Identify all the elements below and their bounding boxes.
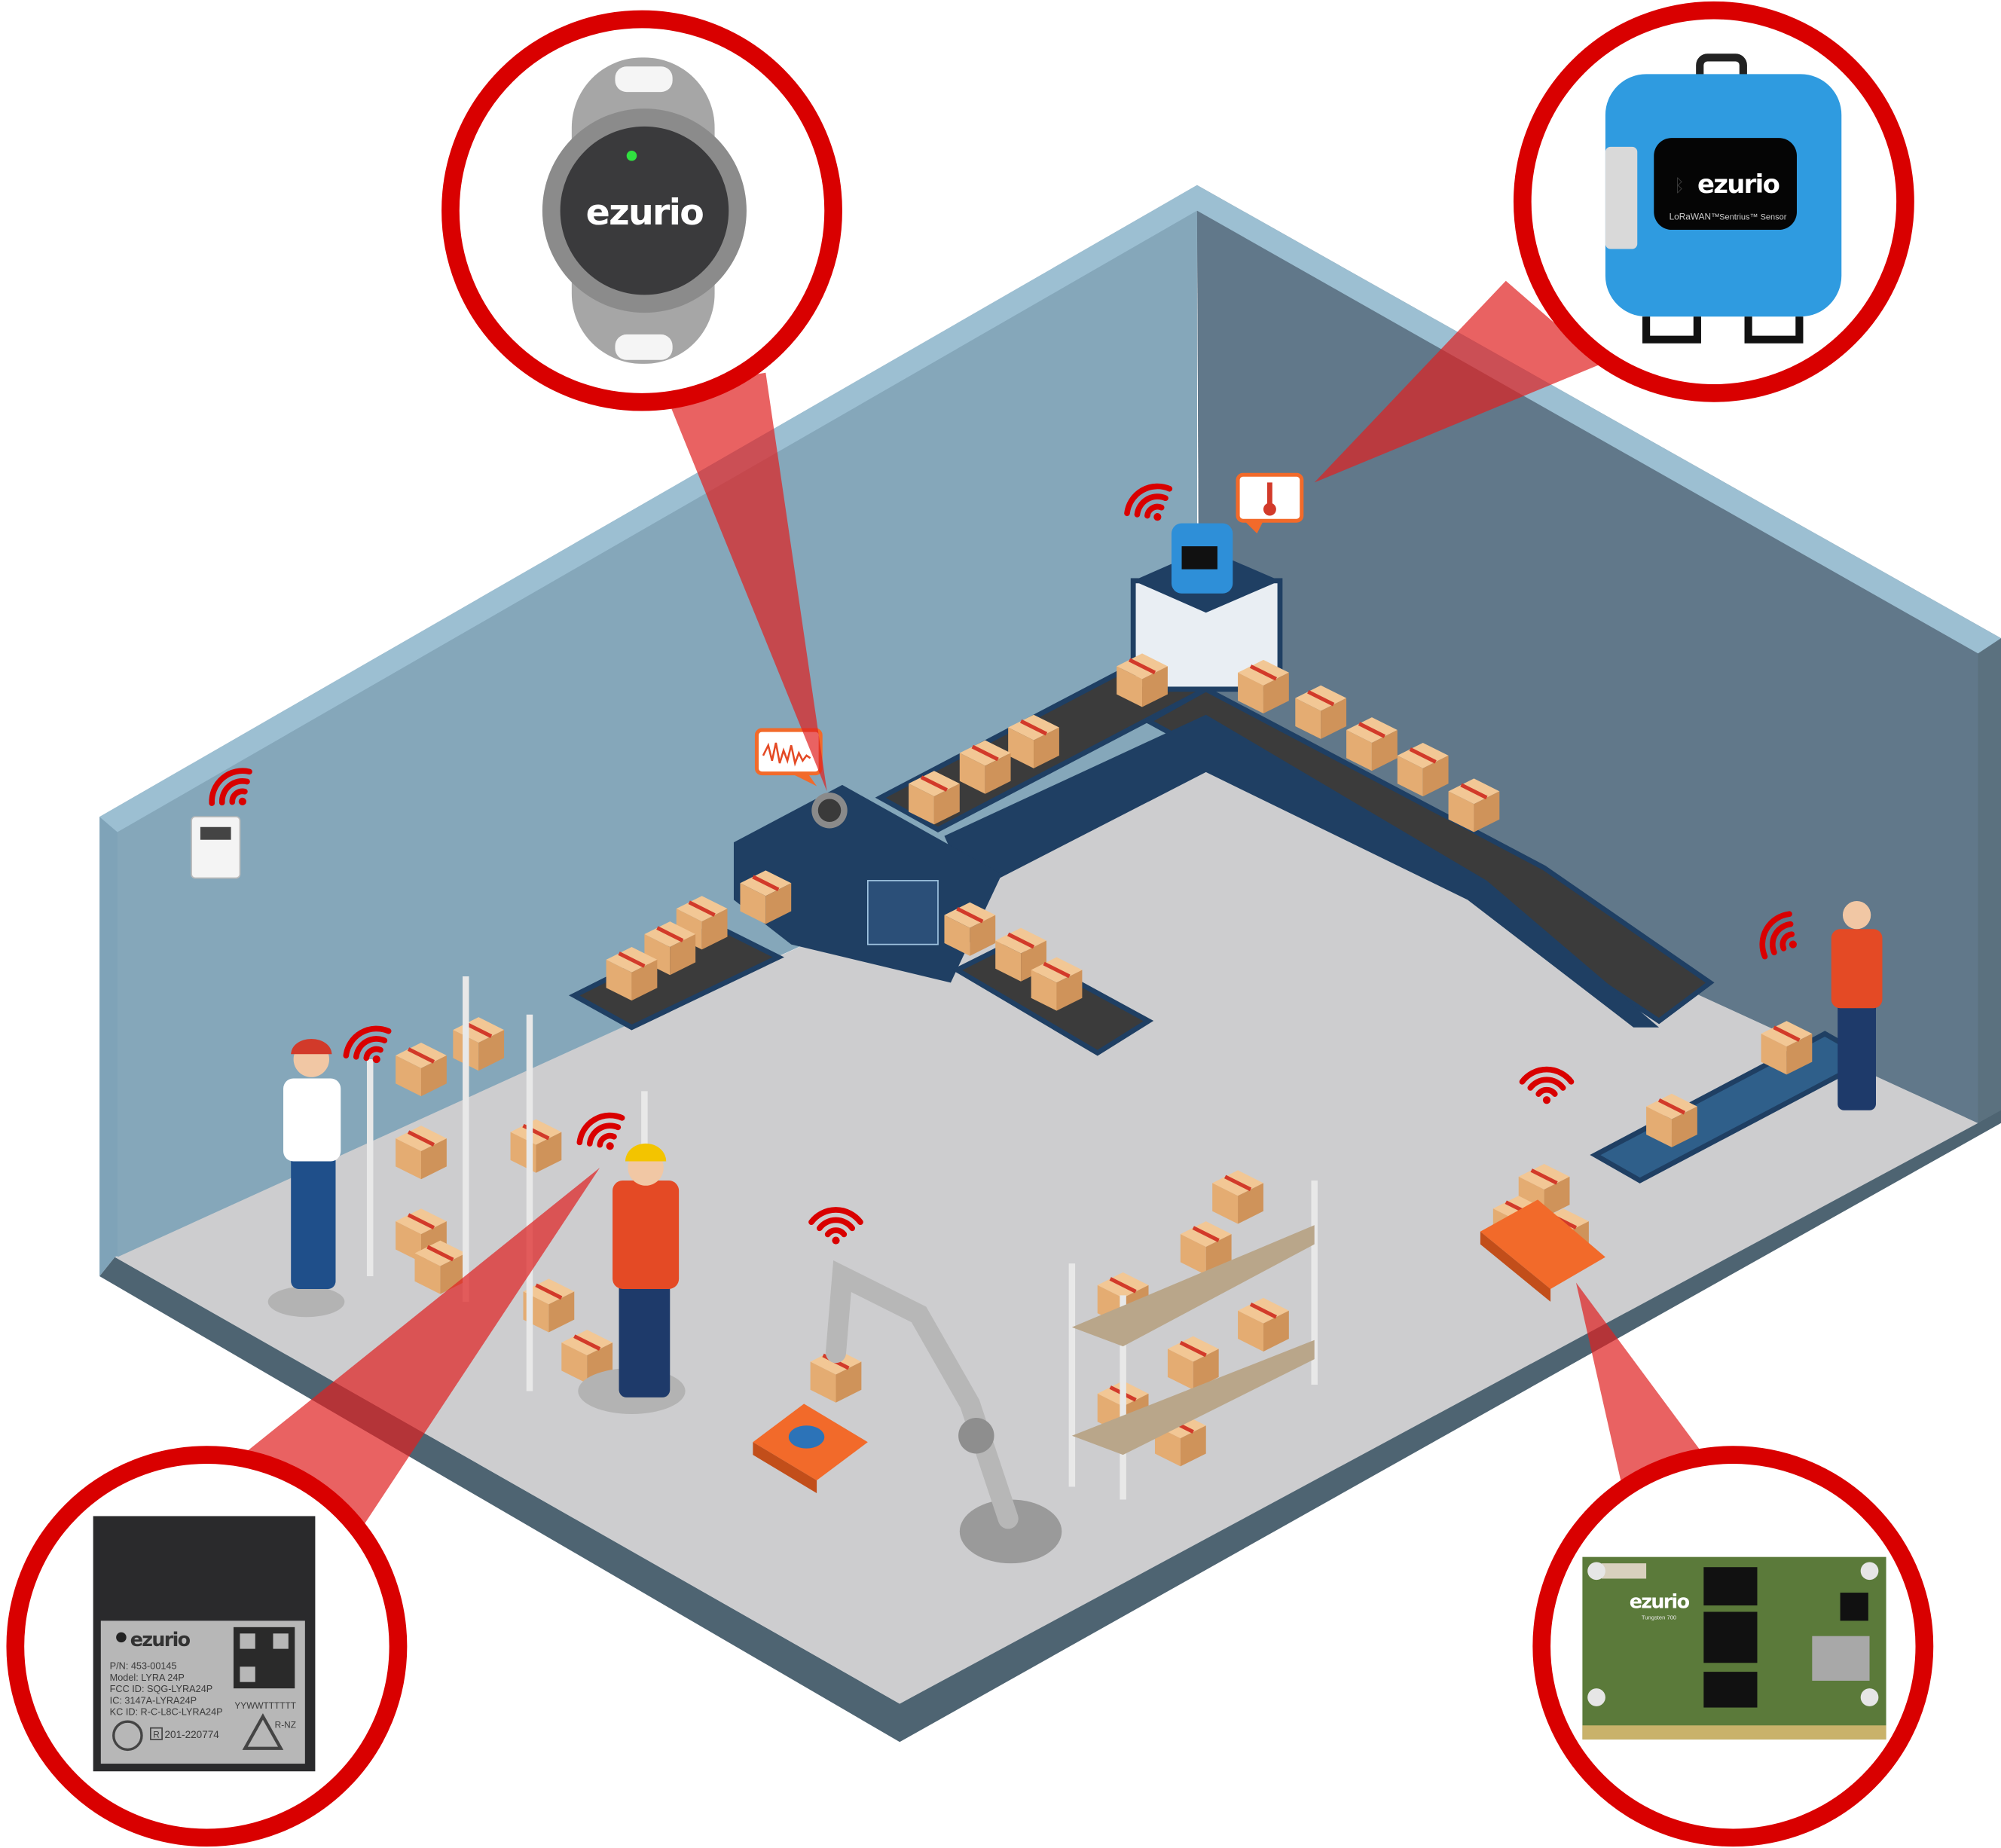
floor [115,765,1978,1704]
dashboard-screen [866,880,939,945]
board-brand: ezurio [1630,1590,1690,1612]
waveform-chart-icon [754,728,823,787]
rcm-mark-icon [242,1713,284,1750]
module-label-line: Model: LYRA 24P [110,1672,185,1683]
wifi-signal-icon [808,1207,863,1245]
sensor-brand: ezurio [1697,170,1780,199]
callout-beams [242,280,1704,1526]
module-cert-mark: R [153,1729,160,1740]
cardboard-box [1761,1021,1813,1075]
cardboard-box [1180,1221,1232,1275]
beam-module [242,1168,600,1526]
wifi-signal-icon [209,768,252,806]
bluetooth-icon: ᛒ [1674,176,1685,196]
left-wall-inner [117,210,1197,1257]
cardboard-box [944,902,996,956]
wifi-signal-icon [1759,911,1797,960]
agv-robot [753,1404,868,1493]
module-date-code: YYWWTTTTTT [234,1700,296,1711]
japan-cert-mark-icon [112,1720,143,1752]
sensor-network: LoRaWAN™ [1670,211,1720,221]
beam-tracker [663,372,827,792]
robot-arm [825,1260,1062,1564]
cardboard-box [1008,714,1059,768]
cardboard-box [1646,1093,1697,1147]
tracker-on-station [811,793,848,829]
thermometer-icon [1236,472,1304,534]
wifi-signal-icon [343,1025,392,1064]
sensor-product: Sentrius™ Sensor [1719,212,1787,221]
board-model: Tungsten 700 [1642,1614,1676,1621]
tracker-brand: ezurio [586,192,704,234]
cardboard-box [606,946,658,1001]
callout-board: ezurio Tungsten 700 [1532,1446,1934,1847]
module-label-line: FCC ID: SQG-LYRA24P [110,1684,213,1694]
cardboard-box [1238,659,1289,714]
cardboard-box [561,1330,613,1384]
callout-tracker: ezurio [441,10,842,411]
cardboard-box [1238,1297,1289,1352]
module-rcm: R-NZ [275,1720,296,1730]
cardboard-box [396,1043,447,1097]
agv-cart [1480,1199,1605,1302]
cardboard-box [396,1126,447,1180]
module-label-line: P/N: 453-00145 [110,1661,177,1672]
beam-board [1575,1282,1704,1481]
conveyor-support [944,714,1660,1028]
module-cert-number: 201-220774 [165,1729,220,1740]
cardboard-box [1346,717,1398,771]
wifi-signal-icon [1519,1066,1575,1104]
module-label-line: KC ID: R-C-L8C-LYRA24P [110,1707,223,1718]
module-brand: ezurio [130,1628,191,1651]
callout-sensor: ᛒ ezurio LoRaWAN™ Sentrius™ Sensor [1513,1,1914,402]
wifi-signal-icon [576,1112,625,1150]
cardboard-box [1448,778,1500,832]
worker-woman [267,1038,345,1318]
worker-man-hardhat [578,1143,686,1414]
wifi-signal-icon [1124,483,1173,521]
worker-vest [1831,901,1883,1110]
module-label-line: IC: 3147A-LYRA24P [110,1695,197,1706]
sensor-on-tower [1171,523,1233,594]
wall-panel-device [191,816,241,879]
beam-sensor [1314,280,1602,483]
